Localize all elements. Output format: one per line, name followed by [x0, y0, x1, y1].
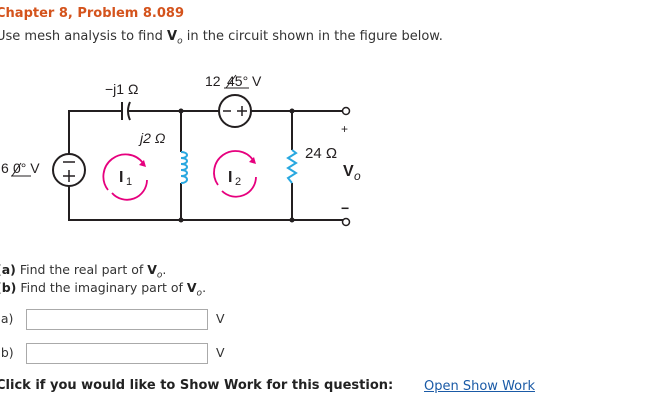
question-a: (a) Find the real part of Vo.	[0, 262, 166, 281]
mesh1-arrow	[102, 153, 144, 191]
answer-a-label: (a)	[0, 311, 14, 326]
inductor	[180, 151, 188, 184]
angle-icon	[224, 74, 249, 89]
question-sub: o	[156, 270, 163, 281]
circuit-diagram: −j1 Ω 12 45° V j2 Ω 6 0° V 24 Ω I 1 I 2 …	[1, 73, 361, 227]
instruction-var: V	[167, 29, 178, 44]
question-b: (b) Find the imaginary part of Vo.	[0, 280, 206, 299]
question-end: .	[202, 280, 207, 295]
inductor-label: j2 Ω	[138, 130, 166, 146]
top-wire	[68, 110, 343, 154]
plus-label: +	[341, 122, 348, 136]
instruction-sub: o	[177, 36, 183, 47]
resistor-label: 24 Ω	[305, 145, 337, 162]
source-top-angle: 45° V	[227, 73, 262, 89]
bottom-wire	[68, 186, 343, 221]
problem-instruction: Use mesh analysis to find Vo in the circ…	[0, 29, 443, 47]
source-top-magnitude: 12	[205, 73, 221, 89]
answer-a-input[interactable]	[26, 309, 208, 330]
question-label: (b)	[0, 280, 17, 295]
answer-b-input[interactable]	[26, 343, 208, 364]
mesh2-sub: 2	[235, 176, 241, 188]
mesh1-label: I	[119, 169, 123, 186]
capacitor	[121, 101, 131, 121]
terminals	[341, 106, 351, 227]
answer-b-label: (b)	[0, 345, 14, 360]
output-label: V	[343, 163, 354, 180]
mesh2-arrow	[213, 150, 254, 186]
question-text: Find the imaginary part of	[16, 280, 187, 295]
angle-icon	[11, 162, 31, 177]
minus-label: −	[341, 200, 349, 216]
output-sub: o	[354, 169, 361, 183]
open-show-work-link[interactable]: Open Show Work	[424, 379, 535, 394]
mesh2-label: I	[228, 169, 232, 186]
show-work-prompt: Click if you would like to Show Work for…	[0, 378, 394, 393]
voltage-source-left	[52, 153, 86, 187]
question-label: (a)	[0, 262, 16, 277]
mesh1-arrow-tail	[111, 179, 148, 201]
question-text: Find the real part of	[15, 262, 148, 277]
resistor	[286, 149, 298, 184]
answer-a-unit: V	[216, 311, 225, 326]
question-var: V	[186, 280, 197, 295]
page-title: Chapter 8, Problem 8.089	[0, 6, 184, 21]
capacitor-label: −j1 Ω	[105, 81, 138, 97]
question-sub: o	[196, 288, 203, 299]
instruction-text: Use mesh analysis to find	[0, 29, 167, 44]
question-end: .	[162, 262, 167, 277]
mesh2-arrow-tail	[221, 176, 257, 198]
wires	[68, 110, 343, 221]
nodes	[178, 108, 295, 223]
answer-b-unit: V	[216, 345, 225, 360]
arrowheads	[139, 157, 256, 167]
question-var: V	[147, 262, 157, 277]
mesh1-sub: 1	[126, 176, 132, 188]
source-left-magnitude: 6	[1, 160, 9, 176]
mesh-arrows	[102, 150, 257, 201]
voltage-source-top	[218, 94, 252, 128]
instruction-text-end: in the circuit shown in the figure below…	[182, 29, 443, 44]
